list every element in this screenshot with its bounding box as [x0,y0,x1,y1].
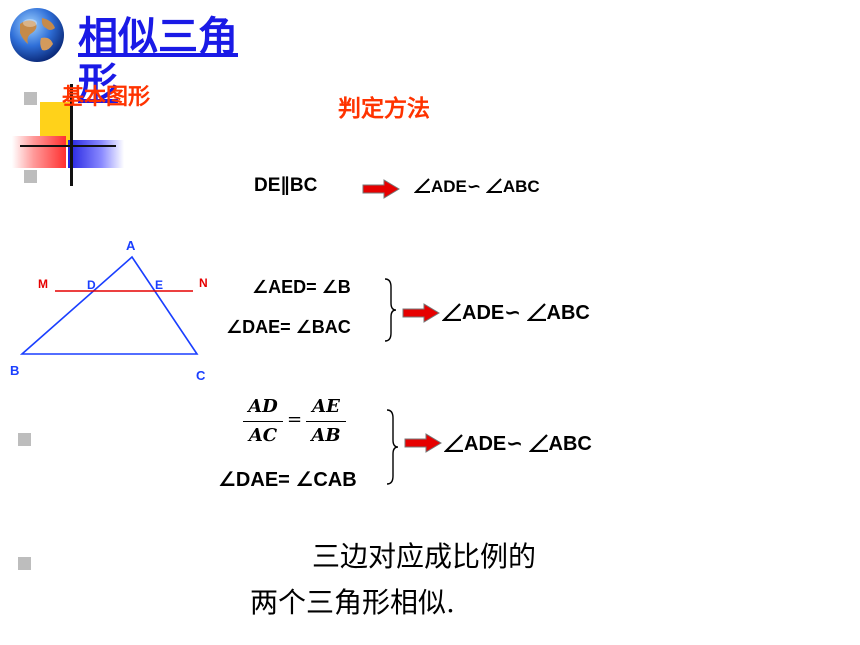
decor-red-block [12,136,66,168]
row1-result-b: ABC [502,177,540,196]
fraction-ad-ac-denominator: AC [248,425,278,446]
row2-result-b: ABC [546,302,590,324]
triangle-symbol-icon [525,303,546,322]
vertex-label-d: D [87,278,96,292]
decor-horizontal-line [20,145,116,147]
row2-result-a: ADE∽ [462,302,521,324]
section-label-basic-figure: 基本图形 [62,85,151,110]
triangle-figure: A B C D E M N [10,238,208,383]
row1-result-a: ADE∽ [431,177,482,196]
triangle-symbol-icon [527,434,548,453]
triangle-symbol-icon [413,178,430,193]
triangle-symbol-icon [485,178,502,193]
section-label-method: 判定方法 [338,96,430,122]
vertex-label-e: E [155,278,163,292]
fraction-ae-ab-denominator: AB [311,425,341,446]
triangle-symbol-icon [441,303,461,322]
conclusion-line-2: 两个三角形相似. [250,586,455,619]
row2-condition-2: ∠DAE= ∠BAC [226,317,351,337]
row1-condition: DE∥BC [254,175,318,196]
row3-result-a: ADE∽ [464,433,523,455]
fraction-ad-ac-numerator: AD [248,396,278,417]
brace-icon [384,278,397,342]
bullet-2 [24,170,37,183]
fraction-bar [243,421,283,422]
vertex-label-a: A [126,238,136,253]
vertex-label-m: M [38,277,48,291]
row3-result-b: ABC [548,433,592,455]
decor-vertical-line [70,84,73,186]
fraction-ae-ab: AE AB [306,396,346,447]
arrow-icon [362,179,400,199]
page-title: 相似三角形 [78,14,238,106]
globe-icon [10,8,64,62]
row2-result: ADE∽ ABC [441,301,590,325]
conclusion-line-1: 三边对应成比例的 [312,540,537,573]
bullet-1 [24,92,37,105]
vertex-label-b: B [10,363,19,378]
row3-result: ADE∽ ABC [443,432,592,456]
bullet-4 [18,557,31,570]
brace-icon [386,409,399,485]
arrow-icon [402,303,440,323]
triangle-symbol-icon [443,434,463,453]
vertex-label-n: N [199,276,208,290]
arrow-icon [404,433,442,453]
row2-condition-1: ∠AED= ∠B [252,277,351,297]
triangle-abc [19,255,199,355]
fraction-bar [306,421,346,422]
equals-sign: = [287,409,303,430]
row3-condition-2: ∠DAE= ∠CAB [218,469,357,491]
row1-result: ADE∽ ABC [413,177,540,197]
bullet-3 [18,433,31,446]
vertex-label-c: C [196,368,206,383]
fraction-ad-ac: AD AC [243,396,283,447]
fraction-ae-ab-numerator: AE [312,396,340,417]
decor-blue-block [68,140,124,168]
